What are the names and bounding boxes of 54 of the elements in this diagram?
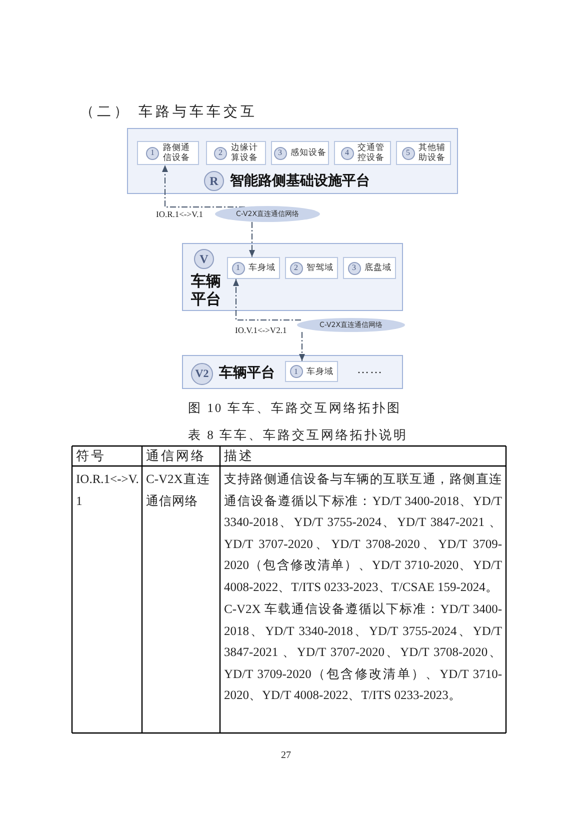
- number-badge: 1: [146, 146, 159, 160]
- platform-title: 车辆平台: [219, 364, 275, 383]
- number-badge: 3: [274, 146, 286, 160]
- domain-box: [396, 141, 451, 165]
- number-badge: 2: [290, 262, 302, 274]
- domain-box: [285, 361, 338, 382]
- connector-arrow: [162, 164, 246, 208]
- box-label: 路侧通信设备: [163, 143, 190, 163]
- number-badge: 4: [340, 146, 354, 160]
- number-badge: 5: [402, 146, 414, 160]
- table-cell-text: C-V2X直连通信网络: [146, 471, 210, 510]
- connector-arrow: [299, 332, 305, 362]
- box-label: 交通管控设备: [358, 143, 384, 163]
- platform-title: 车辆平台: [191, 272, 222, 308]
- platform-badge: R: [204, 171, 224, 191]
- domain-box: [206, 141, 266, 165]
- box-label: 感知设备: [290, 148, 326, 158]
- number-badge: 2: [214, 146, 227, 160]
- figure-caption: 图 10 车车、车路交互网络拓扑图: [188, 400, 402, 417]
- box-label: 车身域: [248, 263, 276, 273]
- edge-label: IO.R.1<->V.1: [155, 209, 204, 219]
- platform-badge: V2: [191, 363, 213, 385]
- box-label: 智驾域: [306, 263, 334, 273]
- number-badge: 1: [232, 262, 244, 274]
- domain-box: [285, 257, 338, 279]
- box-label: 其他辅助设备: [418, 143, 446, 163]
- connector-arrow: [233, 278, 302, 320]
- table-caption: 表 8 车车、车路交互网络拓扑说明: [188, 427, 408, 444]
- table-cell-text: IO.R.1<->V.1: [76, 471, 140, 510]
- ellipsis-text: ……: [357, 362, 383, 377]
- number-badge: 1: [290, 365, 302, 378]
- box-label: 边缘计算设备: [231, 143, 258, 163]
- domain-box: [227, 257, 280, 279]
- table-cell-text: 支持路侧通信设备与车辆的互联互通，路侧直连通信设备遵循以下标准：YD/T 3400-2018、YD/T 3340-2018、YD/T 3755-2024、YD/T 3847-2021 、YD/T 3707-2020、YD/T 3708-2020、YD/T 3709-2020（包含修改清单）、YD/T 3710-2020、YD/T 4008-2022、T/ITS 0233-2023、T/CSAE 159-2024。: [224, 471, 502, 596]
- platform-box: [182, 355, 403, 389]
- connector-arrow: [249, 222, 255, 258]
- header-text: 描述: [224, 447, 255, 465]
- platform-box: [182, 243, 403, 311]
- box-label: 车身域: [306, 366, 334, 376]
- page-number: 27: [281, 750, 291, 761]
- domain-box: [343, 257, 396, 279]
- header-text: 符号: [76, 447, 107, 465]
- box-label: 底盘域: [364, 263, 392, 273]
- table-cell-text: C-V2X 车载通信设备遵循以下标准：YD/T 3400-2018、YD/T 3340-2018、YD/T 3755-2024、YD/T 3847-2021 、YD/T 3707-2020、YD/T 3708-2020、YD/T 3709-2020（包含修改清单）、YD/T 3710-2020、YD/T 4008-2022、T/ITS 0233-2023。: [224, 601, 502, 704]
- section-heading: （二） 车路与车车交互: [80, 103, 258, 121]
- domain-box: [271, 141, 329, 165]
- header-text: 通信网络: [146, 447, 207, 465]
- domain-box: [137, 141, 199, 165]
- platform-badge: V: [194, 249, 214, 269]
- edge-label: IO.V.1<->V2.1: [234, 325, 288, 335]
- platform-title: 智能路侧基础设施平台: [230, 172, 370, 191]
- number-badge: 3: [348, 262, 360, 274]
- platform-box: [127, 128, 458, 194]
- domain-box: [334, 141, 391, 165]
